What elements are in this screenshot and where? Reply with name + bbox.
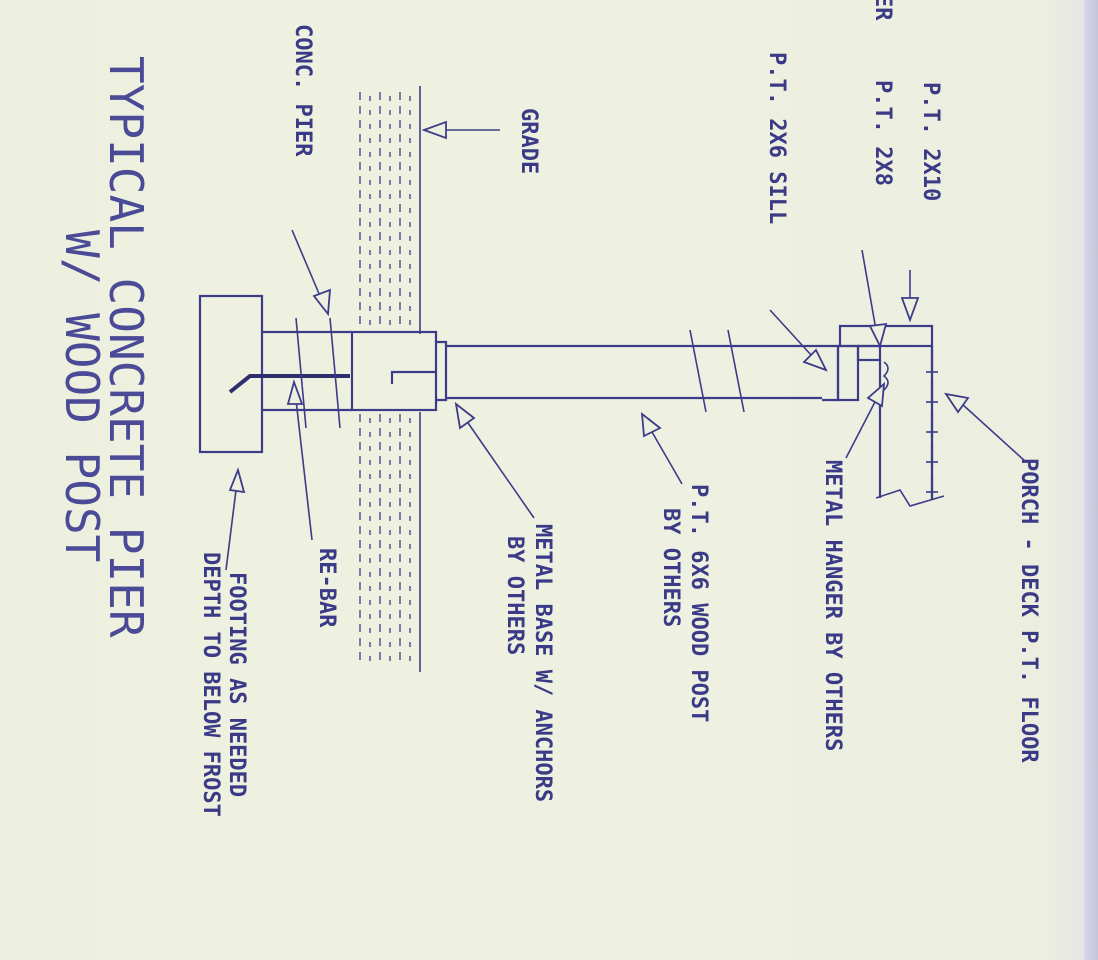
pier-break-line-1 xyxy=(295,317,307,429)
label-footing-line2: DEPTH TO BELOW FROST xyxy=(198,552,223,817)
arrow-footing xyxy=(228,467,246,494)
arrow-grade xyxy=(421,120,447,140)
label-pt-2x6-sill: P.T. 2X6 SILL xyxy=(764,52,789,224)
arrow-2x8 xyxy=(868,322,888,349)
label-grade: GRADE xyxy=(516,108,541,174)
arrow-conc-pier xyxy=(312,288,332,317)
label-wood-post-line2: BY OTHERS xyxy=(658,508,683,627)
joist-2x8-end xyxy=(856,344,882,362)
label-metal-base-line1: METAL BASE W/ ANCHORS xyxy=(530,524,555,802)
arrow-2x10 xyxy=(900,297,920,323)
beam-2x10 xyxy=(838,324,934,348)
soil-hatch-upper xyxy=(359,92,411,325)
title-line2: W/ WOOD POST xyxy=(55,230,109,562)
arrow-porch-deck xyxy=(944,392,970,414)
leader-metal-base xyxy=(465,419,535,519)
leader-wood-post xyxy=(651,431,683,485)
arrow-metal-base xyxy=(454,401,476,430)
label-pt-2x10: P.T. 2X10 xyxy=(918,82,943,201)
metal-base-bracket xyxy=(436,340,448,402)
leader-footing xyxy=(225,489,237,571)
label-metal-base-line2: BY OTHERS xyxy=(502,536,527,655)
label-partial-er: ER xyxy=(870,0,895,21)
arrow-wood-post xyxy=(640,412,662,438)
rebar xyxy=(228,374,350,394)
sill-2x6 xyxy=(822,344,840,402)
sill-plate xyxy=(836,344,860,402)
label-porch-deck: PORCH - DECK P.T. FLOOR xyxy=(1016,458,1041,763)
arrow-sill xyxy=(802,348,828,372)
post-break-line-2 xyxy=(727,329,745,413)
label-rebar: RE-BAR xyxy=(314,548,339,628)
leader-porch-deck xyxy=(961,403,1027,463)
arrow-rebar xyxy=(286,379,304,405)
anchor-bolt xyxy=(390,370,436,384)
deck-boards xyxy=(926,346,938,500)
arrow-metal-hanger xyxy=(866,381,886,408)
label-footing-line1: FOOTING AS NEEDED xyxy=(224,572,249,797)
leader-sill xyxy=(769,309,813,357)
leader-rebar xyxy=(295,399,313,541)
label-pt-2x8: P.T. 2X8 xyxy=(870,80,895,186)
soil-hatch-lower xyxy=(359,414,411,661)
title-line1: TYPICAL CONCRETE PIER xyxy=(99,56,153,638)
leader-metal-hanger xyxy=(845,399,877,459)
joist-break-line xyxy=(875,489,945,507)
leader-conc-pier xyxy=(291,229,321,297)
label-metal-hanger: METAL HANGER BY OTHERS xyxy=(820,460,845,751)
pier-break-line-2 xyxy=(329,317,341,429)
label-conc-pier: CONC. PIER xyxy=(290,24,315,157)
post-break-line-1 xyxy=(689,329,707,413)
sheet-edge xyxy=(1084,0,1098,960)
label-wood-post-line1: P.T. 6X6 WOOD POST xyxy=(686,484,711,722)
leader-2x8 xyxy=(861,249,877,331)
